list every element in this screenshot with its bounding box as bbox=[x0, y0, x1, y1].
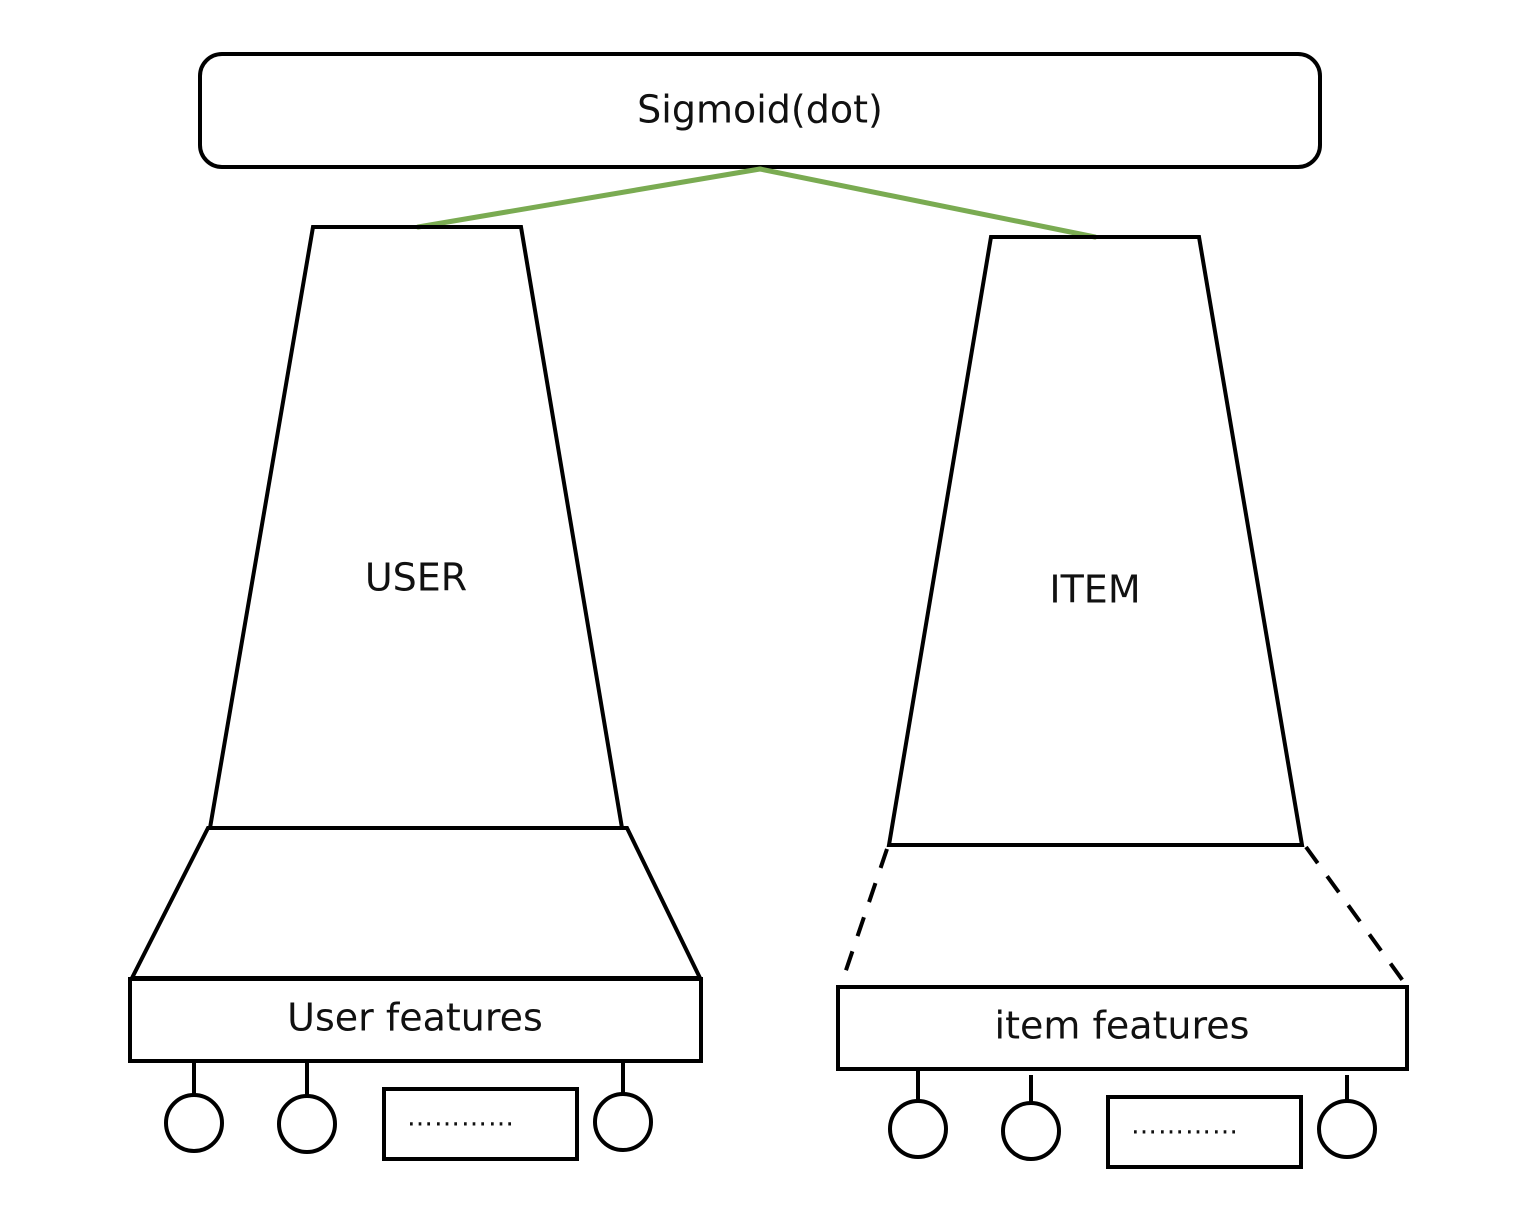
item-tower-label: ITEM bbox=[1049, 568, 1140, 612]
sigmoid-label: Sigmoid(dot) bbox=[637, 88, 883, 132]
item-input-node-2 bbox=[1001, 1101, 1061, 1161]
user-input-node-2 bbox=[277, 1094, 337, 1154]
item-embedding-dashed-right bbox=[1304, 845, 1408, 987]
connector-to-item bbox=[757, 166, 1098, 240]
item-tower: ITEM item features ………… bbox=[836, 235, 1409, 1169]
user-tower: USER User features ………… bbox=[128, 225, 704, 1161]
item-features-label: item features bbox=[995, 1004, 1250, 1048]
user-tower-label: USER bbox=[365, 556, 467, 600]
item-input-ellipsis: ………… bbox=[1131, 1111, 1239, 1141]
user-input-ellipsis-box bbox=[382, 1087, 579, 1161]
connector-lines bbox=[415, 166, 1098, 240]
user-features-box bbox=[128, 977, 703, 1063]
user-embedding-trapezoid bbox=[128, 826, 704, 980]
item-input-node-1 bbox=[888, 1099, 948, 1159]
item-input-node-3 bbox=[1317, 1099, 1377, 1159]
item-tower-body bbox=[886, 235, 1305, 847]
item-input-ellipsis-box bbox=[1106, 1095, 1303, 1169]
item-features-box bbox=[836, 985, 1409, 1071]
user-input-ellipsis: ………… bbox=[407, 1103, 515, 1133]
user-tower-body bbox=[207, 225, 625, 830]
user-features-label: User features bbox=[287, 996, 543, 1040]
user-input-node-1 bbox=[164, 1093, 224, 1153]
connector-to-user bbox=[415, 166, 763, 230]
item-embedding-dashed-left bbox=[839, 848, 889, 986]
sigmoid-node: Sigmoid(dot) bbox=[198, 52, 1322, 169]
user-input-node-3 bbox=[593, 1092, 653, 1152]
